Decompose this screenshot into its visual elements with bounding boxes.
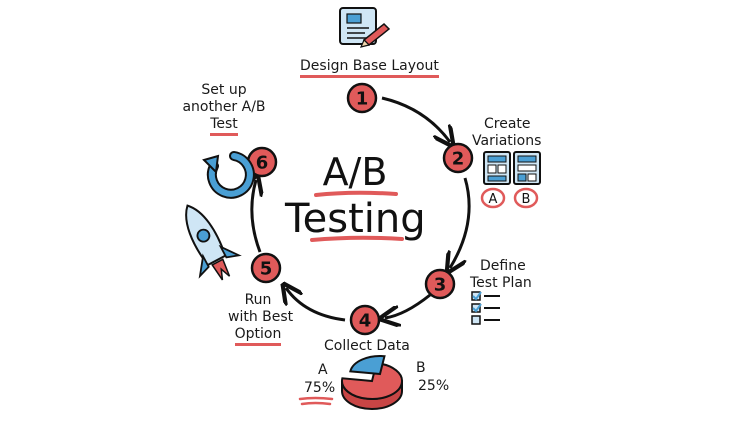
arrow-5-to-6 (252, 180, 260, 253)
step-5-badge: 5 (250, 252, 282, 284)
step-4-number: 4 (359, 311, 372, 332)
step-3-number: 3 (434, 275, 447, 296)
step-4-label: Collect Data (324, 338, 410, 355)
step-1-badge: 1 (346, 82, 378, 114)
step-2-number: 2 (452, 149, 465, 170)
rocket-icon (185, 204, 242, 281)
step-1-label-text: Design Base Layout (300, 58, 439, 78)
arrow-2-to-3 (450, 177, 471, 268)
step-4-badge: 4 (349, 304, 381, 336)
pie-b-value: 25% (418, 378, 450, 394)
layout-sketch-icon (339, 7, 391, 48)
center-title-ab: A/B (322, 150, 388, 194)
step-6-label-line2: another A/B (182, 99, 266, 115)
refresh-arrow-icon (202, 151, 255, 199)
pie-a-label: A (318, 362, 328, 378)
step-4-label-text: Collect Data (324, 338, 410, 354)
variation-a-tag: A (480, 187, 506, 209)
step-3-badge: 3 (424, 268, 456, 300)
step-6-number: 6 (256, 153, 269, 174)
step-3-label: Define Test Plan (470, 258, 532, 292)
step-2-label-line1: Create (484, 116, 531, 132)
arrow-3-to-4 (385, 293, 431, 318)
step-3-label-line2: Test Plan (470, 275, 532, 291)
variation-b-tag: B (513, 187, 539, 209)
step-6-label: Set up another A/B Test (178, 82, 270, 136)
pie-slice-b (349, 355, 386, 376)
step-5-label-line1: Run (244, 292, 272, 308)
pie-chart-icon (341, 355, 403, 410)
checklist-icon (471, 291, 500, 325)
step-3-label-line1: Define (480, 258, 526, 274)
arrow-4-to-5 (286, 288, 346, 322)
step-5-number: 5 (260, 259, 273, 280)
center-title-testing: Testing (285, 196, 426, 242)
variation-b-label: B (522, 192, 531, 207)
pie-slice-a (341, 362, 403, 400)
arrow-1-to-2 (381, 96, 450, 142)
step-1-number: 1 (356, 89, 369, 110)
step-5-label-line2: with Best (228, 309, 294, 325)
step-2-label-line2: Variations (472, 133, 542, 149)
step-2-label: Create Variations (472, 116, 541, 150)
title-ab-underline (314, 190, 398, 197)
pie-a-value-underline (298, 396, 334, 401)
step-6-label-line3: Test (210, 116, 238, 136)
step-2-badge: 2 (442, 142, 474, 174)
variation-screens-icon (483, 151, 541, 185)
step-6-label-line1: Set up (201, 82, 247, 98)
step-1-label: Design Base Layout (300, 58, 439, 78)
pie-a-value: 75% (304, 380, 336, 396)
step-5-label-line3: Option (234, 326, 282, 346)
variation-a-label: A (489, 192, 498, 207)
step-5-label: Run with Best Option (228, 292, 294, 346)
title-testing-underline (310, 235, 404, 242)
pie-a-value-underline-2 (300, 401, 332, 406)
pie-b-label: B (416, 360, 426, 376)
